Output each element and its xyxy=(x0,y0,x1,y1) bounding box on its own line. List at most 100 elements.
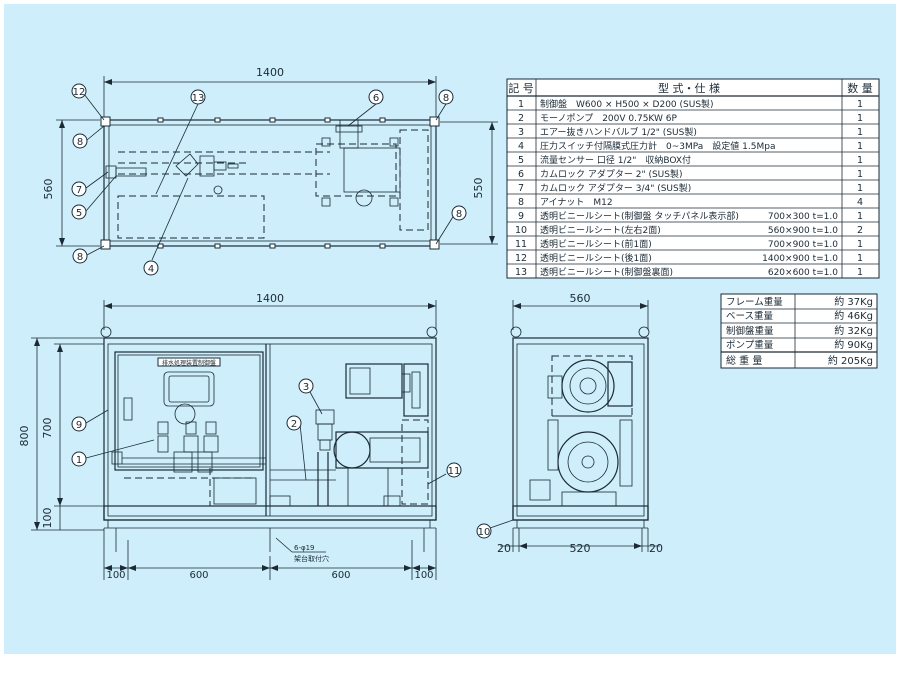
hole-note-line1: 6-φ19 xyxy=(294,544,315,552)
callout-6: 6 xyxy=(373,93,379,104)
callout-8-right: 8 xyxy=(456,209,462,220)
callouts: 12 13 6 8 8 7 5 8 4 8 9 1 2 3 11 10 xyxy=(71,83,514,539)
part-spec: 制御盤 W600 × H500 × D200 (SUS製) xyxy=(540,98,714,110)
part-no: 5 xyxy=(518,155,524,166)
part-size: 560×900 t=1.0 xyxy=(768,226,838,236)
part-size: 700×300 t=1.0 xyxy=(768,212,838,222)
hole-note-line2: 架台取付穴 xyxy=(294,554,329,563)
part-spec: エアー抜きハンドバルブ 1/2" (SUS製) xyxy=(540,126,697,138)
dim-top-width: 1400 xyxy=(256,66,284,79)
part-no: 8 xyxy=(518,197,524,208)
dim-side-width: 560 xyxy=(570,292,591,305)
part-spec: アイナット M12 xyxy=(540,197,613,208)
callout-8-left: 8 xyxy=(77,137,83,148)
dim-side-inner: 520 xyxy=(570,542,591,555)
table-header-no: 記 号 xyxy=(508,81,534,95)
weight-value-pump: 約 90Kg xyxy=(834,338,873,351)
part-spec: 透明ビニールシート(後1面) xyxy=(540,252,652,264)
part-spec: カムロック アダプター 2" (SUS製) xyxy=(540,168,683,180)
dim-side-margin-left: 20 xyxy=(497,542,511,555)
part-spec: モーノポンプ 200V 0.75KW 6P xyxy=(540,113,677,124)
part-no: 3 xyxy=(518,127,524,138)
dim-side-margin-right: 20 xyxy=(649,542,663,555)
part-qty: 1 xyxy=(857,267,863,278)
part-qty: 1 xyxy=(857,155,863,166)
dim-front-base-height: 100 xyxy=(41,508,54,529)
callout-1: 1 xyxy=(76,455,82,466)
part-spec: 透明ビニールシート(前1面) xyxy=(540,238,652,250)
callout-9: 9 xyxy=(76,420,82,431)
part-no: 6 xyxy=(518,169,524,180)
callout-2: 2 xyxy=(291,419,297,430)
part-qty: 1 xyxy=(857,169,863,180)
weight-label-pump: ポンプ重量 xyxy=(726,339,774,351)
part-no: 10 xyxy=(515,225,527,236)
callout-3: 3 xyxy=(303,382,309,393)
part-qty: 1 xyxy=(857,183,863,194)
weight-value-base: 約 46Kg xyxy=(834,309,873,322)
part-no: 1 xyxy=(518,99,524,110)
callout-10: 10 xyxy=(478,527,491,538)
weight-label-base: ベース重量 xyxy=(726,310,774,322)
callout-11: 11 xyxy=(448,466,461,477)
part-spec: 流量センサー 口径 1/2" 収納BOX付 xyxy=(540,154,691,166)
dim-bottom-seg-2: 600 xyxy=(189,570,208,581)
weight-value-panel: 約 32Kg xyxy=(834,324,873,337)
part-spec: 透明ビニールシート(制御盤 タッチパネル表示部) xyxy=(540,210,739,222)
part-no: 7 xyxy=(518,183,524,194)
part-no: 13 xyxy=(515,267,527,278)
part-no: 9 xyxy=(518,211,524,222)
front-view: 1400 800 700 100 排水処理装置制御盤 xyxy=(18,292,438,581)
weight-value-frame: 約 37Kg xyxy=(834,295,873,308)
dim-front-upper-height: 700 xyxy=(41,418,54,439)
part-no: 2 xyxy=(518,113,524,124)
part-no: 12 xyxy=(515,253,527,264)
weight-table: フレーム重量 約 37Kg ベース重量 約 46Kg 制御盤重量 約 32Kg … xyxy=(720,293,878,369)
callout-8-top-right: 8 xyxy=(443,93,449,104)
part-no: 4 xyxy=(518,141,524,152)
dim-bottom-seg-3: 600 xyxy=(331,570,350,581)
dim-front-total-height: 800 xyxy=(18,426,31,447)
weight-value-total: 約 205Kg xyxy=(828,354,873,367)
callout-12: 12 xyxy=(73,87,86,98)
part-size: 700×900 t=1.0 xyxy=(768,240,838,250)
part-qty: 2 xyxy=(857,225,863,236)
part-spec: 透明ビニールシート(制御盤裏面) xyxy=(540,266,673,278)
weight-label-panel: 制御盤重量 xyxy=(726,325,774,337)
dim-top-height-left: 560 xyxy=(42,179,55,200)
part-size: 1400×900 t=1.0 xyxy=(762,254,838,264)
part-qty: 4 xyxy=(857,197,863,208)
part-qty: 1 xyxy=(857,99,863,110)
callout-7: 7 xyxy=(76,185,82,196)
part-qty: 1 xyxy=(857,141,863,152)
dim-top-height-right: 550 xyxy=(472,178,485,199)
table-header-spec: 型 式・仕 様 xyxy=(658,81,720,95)
part-qty: 1 xyxy=(857,211,863,222)
callout-13: 13 xyxy=(192,93,205,104)
part-qty: 1 xyxy=(857,253,863,264)
part-qty: 1 xyxy=(857,239,863,250)
callout-8-bottom-left: 8 xyxy=(77,252,83,263)
panel-nameplate: 排水処理装置制御盤 xyxy=(162,359,216,367)
part-spec: カムロック アダプター 3/4" (SUS製) xyxy=(540,182,691,194)
dim-front-width: 1400 xyxy=(256,292,284,305)
part-spec: 透明ビニールシート(左右2面) xyxy=(540,224,661,236)
part-size: 620×600 t=1.0 xyxy=(768,268,838,278)
weight-label-frame: フレーム重量 xyxy=(726,296,783,308)
top-view: 1400 560 550 xyxy=(42,66,498,250)
part-qty: 1 xyxy=(857,113,863,124)
dim-bottom-seg-1: 100 xyxy=(106,570,125,581)
callout-4: 4 xyxy=(148,264,154,275)
part-qty: 1 xyxy=(857,127,863,138)
side-view: 560 20 520 20 xyxy=(497,292,663,555)
dim-bottom-seg-4: 100 xyxy=(414,570,433,581)
weight-label-total: 総 重 量 xyxy=(726,354,762,367)
part-spec: 圧力スイッチ付隔膜式圧力計 0~3MPa 設定値 1.5Mpa xyxy=(540,140,775,152)
part-no: 11 xyxy=(515,239,527,250)
callout-5: 5 xyxy=(76,208,82,219)
table-header-qty: 数 量 xyxy=(847,82,873,95)
parts-table: 記 号 型 式・仕 様 数 量 1 制御盤 W600 × H500 × D200 … xyxy=(506,78,880,279)
